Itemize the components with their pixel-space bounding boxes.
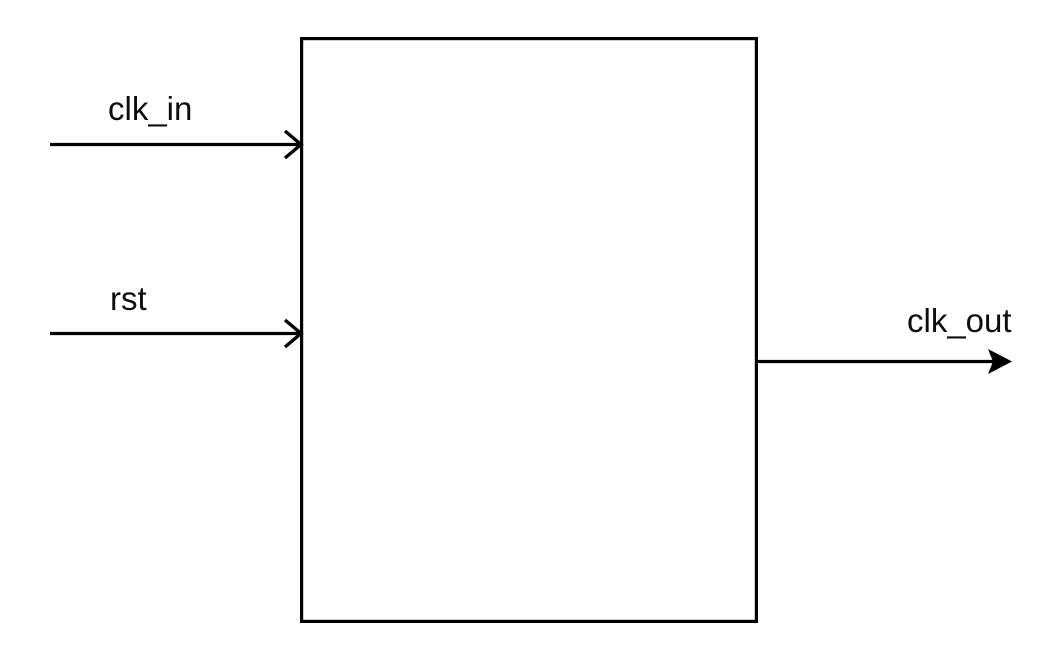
rst-label: rst <box>110 280 147 317</box>
rst-arrowhead-icon <box>283 318 304 349</box>
output-port-clk-out[interactable]: clk_out <box>757 302 1012 374</box>
clk-in-arrowhead-icon <box>283 129 304 160</box>
input-port-clk-in[interactable]: clk_in <box>50 90 304 160</box>
input-port-rst[interactable]: rst <box>50 280 304 349</box>
clk-in-label: clk_in <box>108 90 192 127</box>
clk-out-arrowhead-icon <box>988 349 1012 374</box>
module-block[interactable] <box>300 36 758 623</box>
clk-out-label: clk_out <box>907 302 1012 339</box>
